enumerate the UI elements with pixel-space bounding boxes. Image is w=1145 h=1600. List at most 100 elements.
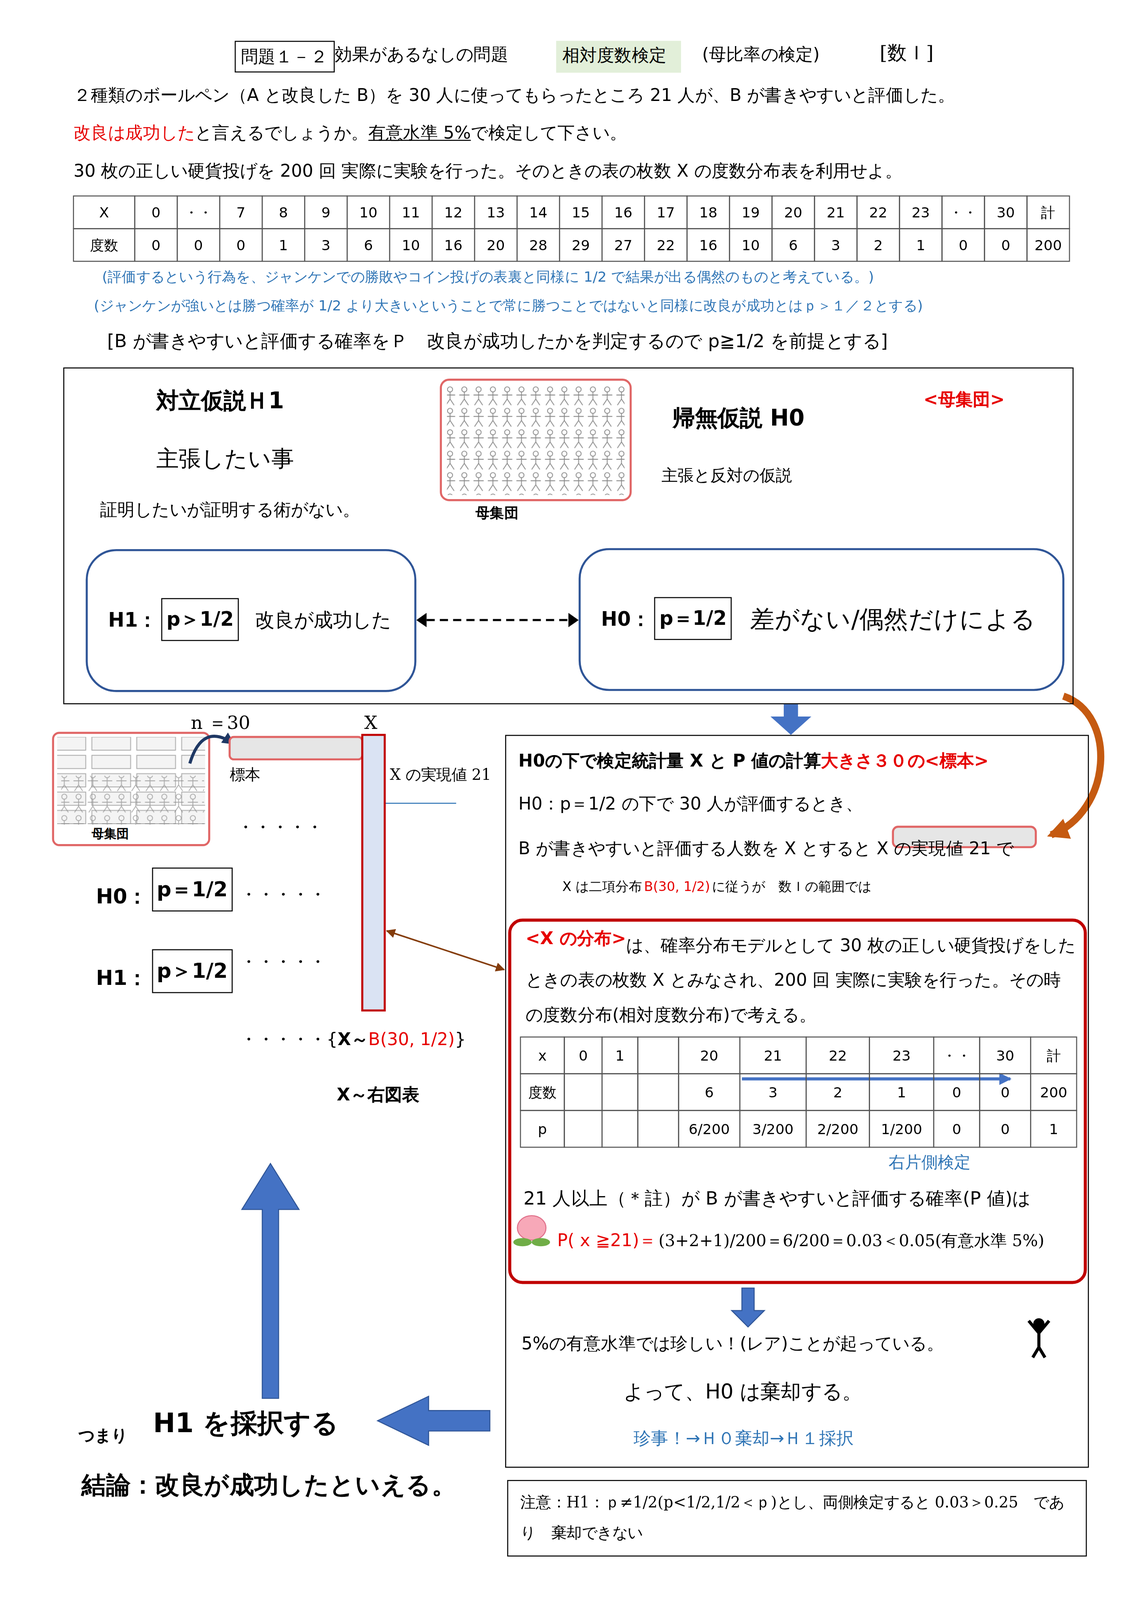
table-cell: 15 — [559, 196, 603, 229]
test-panel: H0の下で検定統計量 X と P 値の計算大きさ３０の<標本>H0：p＝1/2 … — [505, 734, 1089, 1468]
table-cell-border — [564, 1110, 603, 1148]
table-cell-border — [644, 228, 688, 262]
table-cell-border — [678, 1073, 740, 1111]
table-cell: 13 — [474, 196, 518, 229]
node-text: P( x ≧21)＝ — [557, 1229, 657, 1252]
table-cell-border — [177, 196, 220, 229]
table-cell-border — [73, 196, 135, 229]
connector — [770, 704, 812, 735]
table-cell-border — [304, 228, 348, 262]
node-text: H0の下で検定統計量 X と P 値の計算 — [518, 750, 821, 772]
table-cell: 21 — [739, 1036, 807, 1074]
table-cell-border — [1030, 1036, 1077, 1074]
label-text: (ジャンケンが強いとは勝つ確率が 1/2 より大きいということで常に勝つことでは… — [93, 297, 923, 315]
table-cell: ・・ — [933, 1036, 980, 1074]
population-figures — [447, 384, 625, 496]
table-cell-border — [687, 228, 730, 262]
table-cell: 1 — [899, 228, 943, 262]
table-cell-border — [739, 1110, 807, 1148]
node-text: <母集団> — [923, 388, 1005, 411]
table-cell-border — [942, 228, 985, 262]
table-cell-border — [602, 1036, 639, 1074]
node-text: H0：p＝1/2 の下で 30 人が評価するとき、 — [518, 792, 863, 815]
table-cell: 2 — [806, 1073, 870, 1111]
table-cell-border — [729, 228, 773, 262]
node-text: 21 人以上（＊註）が B が書きやすいと評価する確率(P 値)は — [523, 1186, 1031, 1210]
node-text: 5%の有意水準では珍しい！(レア)ことが起っている。 — [521, 1332, 945, 1355]
label-text: ・・・・・{ — [239, 1028, 338, 1051]
label-text: 30 枚の正しい硬貨投げを 200 回 実際に実験を行った。そのときの表の枚数 … — [73, 160, 903, 182]
table-cell: 0 — [564, 1036, 603, 1074]
range-arrow — [742, 1077, 1011, 1081]
x-bar — [362, 734, 385, 1010]
table-cell-border — [559, 196, 603, 229]
table-cell-border — [520, 1036, 565, 1074]
table-cell: 16 — [432, 228, 475, 262]
table-cell: 200 — [1026, 228, 1070, 262]
person-icon — [1028, 1319, 1049, 1358]
table-cell: ・・ — [177, 196, 220, 229]
table-cell-border — [134, 196, 178, 229]
up-arrow — [241, 1163, 299, 1398]
table-cell: 6 — [772, 228, 815, 262]
node-text: 主張したい事 — [156, 444, 294, 473]
table-cell: 22 — [644, 228, 688, 262]
node-text: 差がない/偶然だけによる — [750, 603, 1037, 635]
table-cell: 20 — [474, 228, 518, 262]
table-cell: 23 — [869, 1036, 934, 1074]
highlight-band: 相対度数検定 — [556, 40, 681, 73]
node-text: B が書きやすいと評価する人数を X とすると X の実現値 21 で — [518, 837, 1014, 860]
table-cell: 度数 — [520, 1073, 565, 1111]
table-cell: 10 — [347, 196, 390, 229]
label-text: [B が書きやすいと評価する確率をＰ 改良が成功したかを判定するので p≧1/2… — [107, 329, 888, 353]
table-cell: 28 — [517, 228, 560, 262]
connector-line — [426, 618, 569, 622]
table-cell-border — [942, 196, 985, 229]
table-cell-border — [644, 196, 688, 229]
label-text: 母集団 — [475, 504, 519, 523]
label-text: ・・・・・ — [239, 883, 327, 906]
node-text: は、確率分布モデルとして 30 枚の正しい硬貨投げをしたときの表の枚数 X とみ… — [525, 927, 1077, 1032]
link-arrow — [386, 930, 505, 970]
table-cell-border — [432, 228, 475, 262]
table-cell: 計 — [1030, 1036, 1077, 1074]
table-cell: 6 — [678, 1073, 740, 1111]
node-text: p＞1/2 — [151, 948, 233, 993]
table-cell-border — [933, 1073, 980, 1111]
table-cell: 0 — [134, 228, 178, 262]
table-cell-border — [869, 1073, 934, 1111]
node-text: H1： — [108, 608, 158, 633]
table-cell: 3 — [739, 1073, 807, 1111]
node-text: 主張と反対の仮説 — [661, 465, 793, 486]
table-cell: 23 — [899, 196, 943, 229]
table-cell: 19 — [729, 196, 773, 229]
table-cell-border — [564, 1036, 603, 1074]
table-cell-border — [869, 1110, 934, 1148]
hypothesis-panel: 対立仮説Ｈ1主張したい事証明したいが証明する術がない。帰無仮説 H0<母集団>主… — [63, 367, 1074, 705]
label-text: と言えるでしょうか。 — [194, 122, 369, 145]
table-cell: 17 — [644, 196, 688, 229]
table-cell-border — [729, 196, 773, 229]
node-text: B(30, 1/2) — [643, 878, 710, 895]
table-cell: 1 — [602, 1036, 639, 1074]
table-cell: 10 — [729, 228, 773, 262]
table-cell: 11 — [389, 196, 433, 229]
table-cell: 2 — [857, 228, 900, 262]
table-cell: 0 — [933, 1110, 980, 1148]
table-cell-border — [638, 1036, 679, 1074]
label-text: 効果があるなしの問題 — [334, 43, 509, 66]
distribution-box: <X の分布>は、確率分布モデルとして 30 枚の正しい硬貨投げをしたときの表の… — [508, 918, 1087, 1284]
table-cell: 3 — [814, 228, 858, 262]
table-cell-border — [564, 1073, 603, 1111]
table-cell-border — [559, 228, 603, 262]
node-text: (3+2+1)/200＝6/200＝0.03＜0.05(有意水準 5%) — [658, 1230, 1045, 1252]
table-cell-border — [806, 1073, 870, 1111]
table-cell-border — [602, 228, 645, 262]
table-cell-border — [347, 228, 390, 262]
table-cell: 0 — [979, 1110, 1031, 1148]
node-text: よって、H0 は棄却する。 — [623, 1378, 863, 1405]
node-text: 右片側検定 — [888, 1152, 971, 1173]
label-text: X — [364, 711, 378, 735]
table-cell-border — [678, 1036, 740, 1074]
table-cell: 2/200 — [806, 1110, 870, 1148]
